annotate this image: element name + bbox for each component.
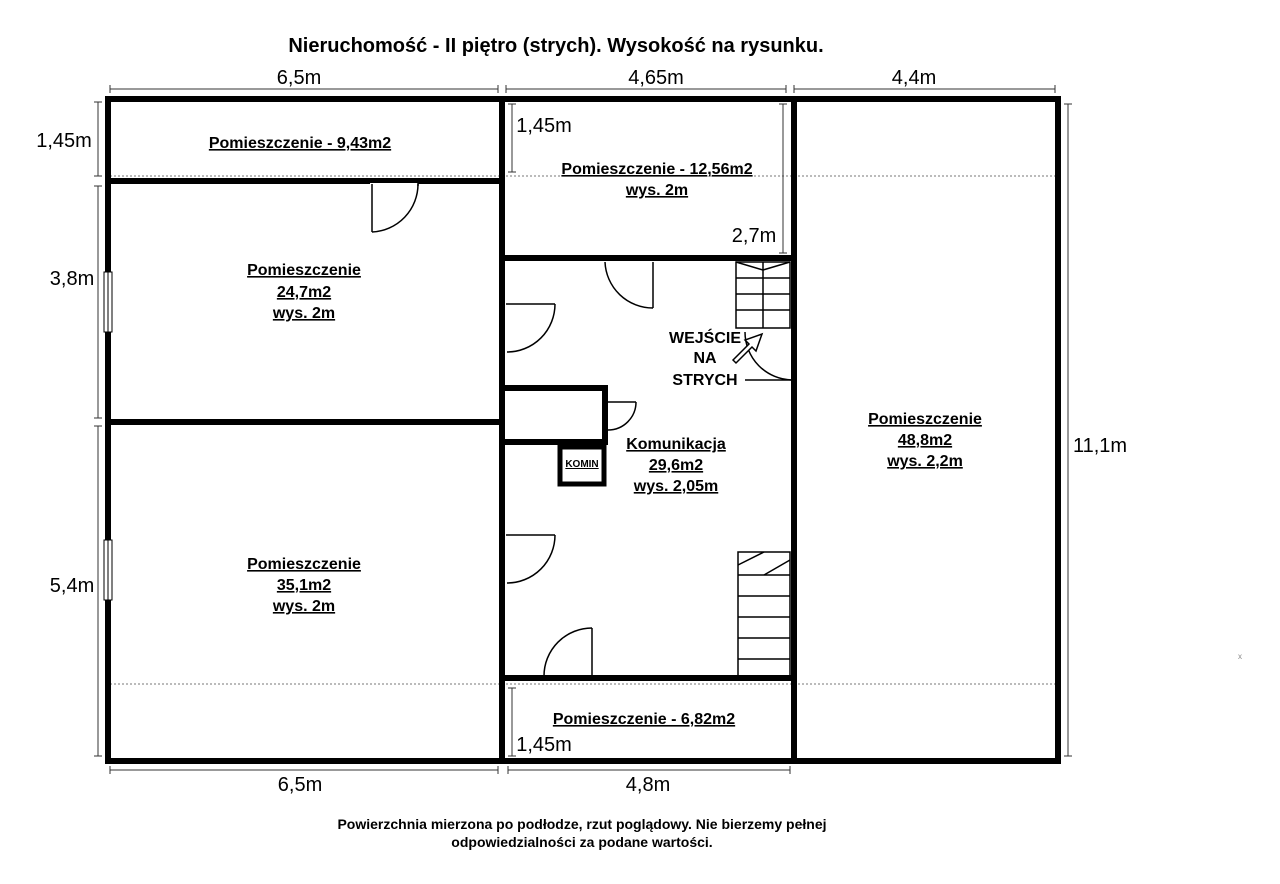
footer-line-2: odpowiedzialności za podane wartości. — [451, 834, 712, 850]
room-247-height: wys. 2m — [272, 305, 335, 322]
bottom-dimension-lines — [109, 766, 791, 774]
dim-top-right: 4,4m — [892, 67, 936, 89]
room-1256-label: Pomieszczenie - 12,56m2 — [561, 161, 752, 178]
dim-top-left: 6,5m — [277, 67, 321, 89]
room-682-label: Pomieszczenie - 6,82m2 — [553, 711, 735, 728]
entry-label-3: STRYCH — [672, 372, 737, 389]
door-room-247 — [370, 181, 419, 233]
dim-left-c: 5,4m — [50, 575, 94, 597]
dim-top-mid: 4,65m — [628, 67, 684, 89]
left-dimension-lines — [94, 101, 102, 757]
dim-bottom-mid: 4,8m — [626, 774, 670, 796]
communication-name: Komunikacja — [626, 436, 726, 453]
communication-height: wys. 2,05m — [633, 478, 719, 495]
footer-line-1: Powierzchnia mierzona po podłodze, rzut … — [337, 816, 826, 832]
room-351-area: 35,1m2 — [277, 577, 331, 594]
room-247-area: 24,7m2 — [277, 284, 331, 301]
door-comm-bottom — [543, 627, 593, 677]
inner-dimension-lines — [508, 103, 787, 757]
chimney — [557, 444, 607, 487]
door-comm-top — [604, 261, 654, 309]
right-dimension-line — [1064, 103, 1072, 757]
entry-label-1: WEJŚCIE — [669, 328, 741, 347]
chimney-label: KOMIN — [565, 459, 598, 470]
walls — [105, 96, 1061, 764]
plan-title: Nieruchomość - II piętro (strych). Wysok… — [288, 35, 823, 57]
room-351-name: Pomieszczenie — [247, 556, 361, 573]
top-dimension-lines — [109, 85, 1056, 93]
room-1256-height: wys. 2m — [625, 182, 688, 199]
window-upper-left — [103, 271, 113, 333]
room-488-area: 48,8m2 — [898, 432, 952, 449]
stairs-upper — [735, 261, 791, 329]
door-comm-left-upper — [506, 303, 556, 353]
dim-inner-27: 2,7m — [732, 225, 776, 247]
stray-mark: x — [1238, 652, 1242, 661]
stairs-lower — [737, 551, 791, 677]
door-small-closet — [607, 401, 637, 431]
dim-left-b: 3,8m — [50, 268, 94, 290]
door-comm-left-lower — [506, 534, 556, 584]
room-488-name: Pomieszczenie — [868, 411, 982, 428]
dim-right: 11,1m — [1073, 435, 1127, 457]
dim-bottom-left: 6,5m — [278, 774, 322, 796]
communication-area: 29,6m2 — [649, 457, 703, 474]
slope-lines — [110, 175, 1055, 685]
room-488-height: wys. 2,2m — [886, 453, 963, 470]
entry-label-2: NA — [693, 350, 717, 367]
dim-inner-bottom: 1,45m — [516, 734, 572, 756]
room-943-label: Pomieszczenie - 9,43m2 — [209, 135, 391, 152]
dim-inner-top: 1,45m — [516, 115, 572, 137]
room-351-height: wys. 2m — [272, 598, 335, 615]
room-247-name: Pomieszczenie — [247, 262, 361, 279]
dim-left-a: 1,45m — [36, 130, 92, 152]
entry-arrow-icon — [731, 332, 764, 365]
window-lower-left — [103, 539, 113, 601]
